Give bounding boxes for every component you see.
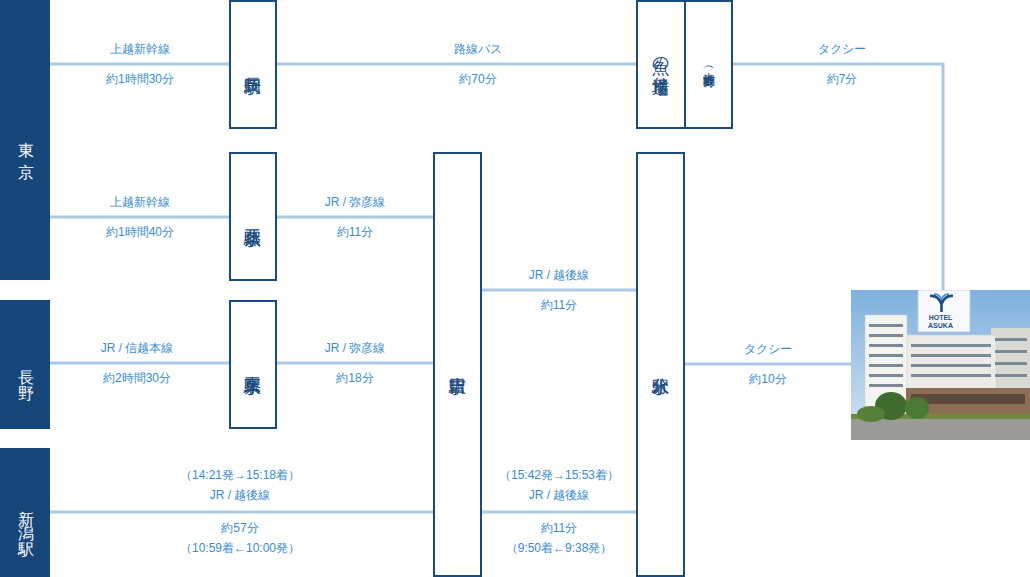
region-band: 新潟駅 <box>0 448 50 577</box>
window-row <box>869 354 903 357</box>
bus-stop-box: 魚の市場通り（寺泊坂井町） <box>636 0 733 129</box>
window-row <box>995 338 1027 341</box>
station-box: 吉田駅 <box>433 152 482 577</box>
station-box: 長岡駅 <box>229 0 277 129</box>
route-label: JR / 弥彦線 約18分 <box>315 333 395 393</box>
route-line <box>733 64 943 290</box>
entrance-glass <box>911 394 1025 404</box>
route-label: JR / 信越本線 約2時間30分 <box>87 333 187 393</box>
window-row <box>869 384 903 387</box>
route-line <box>277 216 433 219</box>
route-line <box>50 362 229 365</box>
node-text: 東京 <box>0 0 50 280</box>
route-label: JR / 越後線 約57分 <box>200 479 280 545</box>
node-text: 長野 <box>0 300 50 429</box>
window-row <box>995 374 1027 377</box>
node-text: 新潟駅 <box>0 448 50 577</box>
route-line <box>50 216 229 219</box>
windows <box>869 324 1027 387</box>
station-box: 東三条駅 <box>229 300 277 429</box>
window-row <box>911 364 991 367</box>
window-row <box>869 344 903 347</box>
window-row <box>869 374 903 377</box>
node-text: 長岡駅 <box>231 2 275 127</box>
node-text: 東三条駅 <box>231 302 275 427</box>
tree <box>905 397 929 419</box>
station-box: 燕三条駅 <box>229 152 277 281</box>
shrub <box>857 406 885 422</box>
timetable-note: （10:59着←10:00発） <box>180 540 300 557</box>
window-row <box>911 374 991 377</box>
route-line <box>482 511 636 514</box>
route-label: 上越新幹線 約1時間40分 <box>95 187 185 247</box>
logo-symbol <box>934 294 949 299</box>
route-line <box>50 511 433 514</box>
route-line <box>277 362 433 365</box>
timetable-note: （15:42発→15:53着） <box>499 467 619 484</box>
node-text: （寺泊坂井町） <box>684 2 732 127</box>
node-text: 分水駅 <box>638 154 683 575</box>
window-row <box>995 362 1027 365</box>
station-box: 分水駅 <box>636 152 685 577</box>
route-line <box>482 289 636 292</box>
region-band: 長野 <box>0 300 50 429</box>
timetable-note: （14:21発→15:18着） <box>180 467 300 484</box>
node-text: HOTEL ASUKA <box>924 314 958 330</box>
hotel-box: HOTEL ASUKA <box>851 290 1030 440</box>
route-label: 上越新幹線 約1時間30分 <box>95 34 185 94</box>
node-text: 燕三条駅 <box>231 154 275 279</box>
route-line <box>277 63 636 66</box>
window-row <box>869 334 903 337</box>
sky <box>851 290 1030 440</box>
route-label: 路線バス 約70分 <box>448 34 508 94</box>
route-label: JR / 越後線 約11分 <box>519 479 599 545</box>
hotel-photo <box>851 290 1030 440</box>
node-text: 魚の市場通り <box>638 2 684 127</box>
route-label: JR / 弥彦線 約11分 <box>315 187 395 247</box>
window-row <box>911 344 991 347</box>
window-row <box>869 364 903 367</box>
logo-plate <box>918 290 970 332</box>
timetable-note: （9:50着←9:38発） <box>506 540 613 557</box>
window-row <box>911 354 991 357</box>
region-band: 東京 <box>0 0 50 280</box>
route-label: JR / 越後線 約11分 <box>519 260 599 320</box>
route-line <box>50 63 229 66</box>
window-row <box>995 350 1027 353</box>
route-label: タクシー 約10分 <box>740 334 796 394</box>
window-row <box>869 324 903 327</box>
route-label: タクシー 約7分 <box>814 34 870 94</box>
node-text: 吉田駅 <box>435 154 480 575</box>
route-line <box>685 363 851 366</box>
